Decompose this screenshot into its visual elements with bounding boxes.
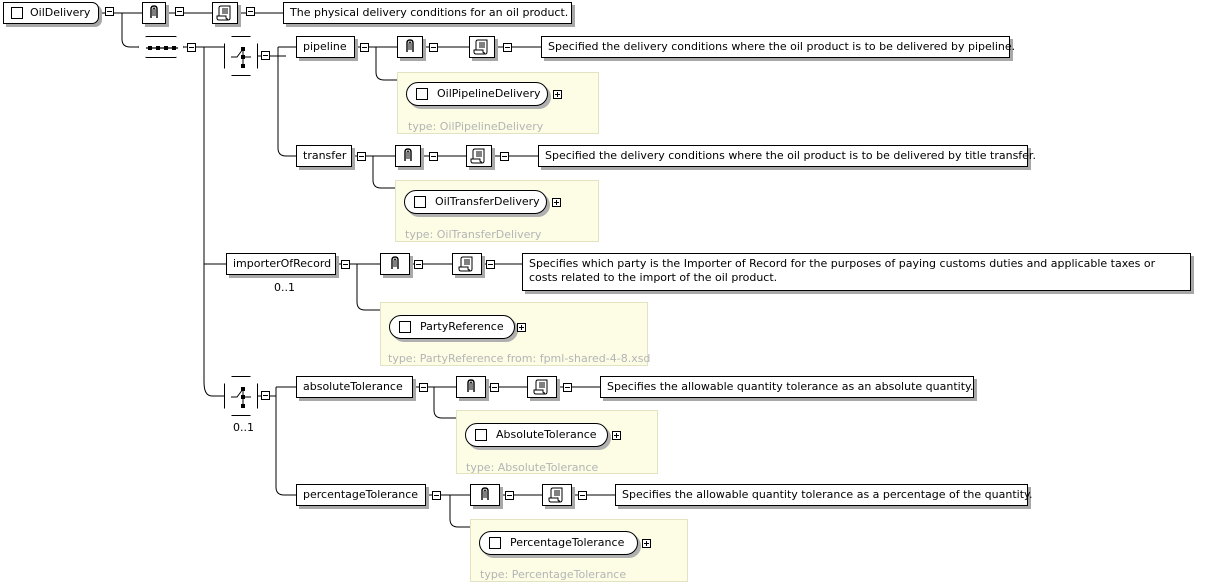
collapse-toggle[interactable] (341, 260, 350, 269)
type-label: type: AbsoluteTolerance (466, 461, 599, 474)
connector-line (203, 47, 224, 397)
collapse-toggle[interactable] (261, 391, 270, 400)
connector-line (372, 156, 395, 189)
collapse-toggle[interactable] (187, 43, 196, 52)
appinfo-icon[interactable] (397, 36, 423, 58)
type-name: PercentageTolerance (510, 536, 625, 549)
appinfo-icon[interactable] (456, 376, 486, 398)
choice-compositor-icon[interactable] (224, 376, 258, 416)
documentation-scroll-icon[interactable] (452, 253, 482, 275)
type-name: OilPipelineDelivery (437, 87, 541, 100)
collapse-toggle[interactable] (175, 7, 184, 16)
absolute-documentation: Specifies the allowable quantity toleran… (600, 376, 974, 398)
element-pipeline[interactable]: pipeline (296, 36, 355, 58)
connector-line (121, 13, 138, 48)
type-party-reference[interactable]: PartyReference (389, 315, 515, 339)
type-panel-oil-transfer-delivery: OilTransferDelivery type: OilTransferDel… (395, 180, 599, 242)
type-checkbox (414, 196, 426, 208)
collapse-toggle[interactable] (429, 43, 438, 52)
connector-line (275, 387, 296, 496)
element-transfer[interactable]: transfer (296, 145, 352, 167)
type-panel-oil-pipeline-delivery: OilPipelineDelivery type: OilPipelineDel… (397, 72, 599, 134)
type-checkbox (416, 88, 428, 100)
collapse-toggle[interactable] (360, 43, 369, 52)
collapse-toggle[interactable] (503, 43, 512, 52)
collapse-toggle[interactable] (490, 383, 499, 392)
appinfo-icon[interactable] (395, 145, 421, 167)
connector-line (449, 495, 470, 528)
element-checkbox (11, 7, 23, 19)
appinfo-icon[interactable] (380, 253, 410, 275)
collapse-toggle[interactable] (500, 152, 509, 161)
root-element-label: OilDelivery (30, 6, 91, 19)
documentation-scroll-icon[interactable] (469, 36, 495, 58)
type-label: type: OilTransferDelivery (405, 228, 542, 241)
connector-line (375, 47, 397, 81)
type-absolute-tolerance[interactable]: AbsoluteTolerance (465, 423, 608, 447)
type-panel-party-reference: PartyReference type: PartyReference from… (380, 302, 651, 366)
documentation-scroll-icon[interactable] (527, 376, 557, 398)
connector-line (356, 264, 380, 311)
type-label: type: OilPipelineDelivery (408, 120, 544, 133)
expand-toggle[interactable] (553, 90, 562, 99)
collapse-toggle[interactable] (261, 51, 270, 60)
type-oil-pipeline-delivery[interactable]: OilPipelineDelivery (406, 82, 548, 106)
sequence-compositor[interactable] (138, 36, 184, 58)
connector-line (433, 387, 456, 419)
documentation-scroll-icon[interactable] (212, 2, 238, 24)
expand-toggle[interactable] (552, 198, 561, 207)
type-name: OilTransferDelivery (435, 195, 540, 208)
type-panel-absolute-tolerance: AbsoluteTolerance type: AbsoluteToleranc… (456, 410, 658, 474)
collapse-toggle[interactable] (486, 260, 495, 269)
expand-toggle[interactable] (642, 539, 651, 548)
appinfo-icon[interactable] (470, 484, 500, 506)
collapse-toggle[interactable] (414, 260, 423, 269)
root-documentation: The physical delivery conditions for an … (283, 2, 572, 24)
collapse-toggle[interactable] (246, 7, 255, 16)
type-checkbox (475, 429, 487, 441)
type-label: type: PartyReference from: fpml-shared-4… (388, 352, 651, 365)
collapse-toggle[interactable] (432, 491, 441, 500)
type-percentage-tolerance[interactable]: PercentageTolerance (479, 531, 638, 555)
collapse-toggle[interactable] (505, 491, 514, 500)
percentage-documentation: Specifies the allowable quantity toleran… (615, 484, 1032, 506)
root-element-oil-delivery[interactable]: OilDelivery (3, 2, 99, 24)
cardinality-label: 0..1 (274, 281, 295, 294)
expand-toggle[interactable] (612, 431, 621, 440)
collapse-toggle[interactable] (357, 152, 366, 161)
choice-compositor-icon[interactable] (224, 36, 258, 76)
element-importer-of-record[interactable]: importerOfRecord (226, 253, 336, 275)
collapse-toggle[interactable] (105, 7, 114, 16)
pipeline-documentation: Specified the delivery conditions where … (541, 36, 1015, 58)
type-oil-transfer-delivery[interactable]: OilTransferDelivery (404, 190, 547, 214)
cardinality-label: 0..1 (233, 421, 254, 434)
expand-toggle[interactable] (517, 323, 526, 332)
documentation-scroll-icon[interactable] (542, 484, 572, 506)
connector-line (277, 47, 296, 157)
transfer-documentation: Specified the delivery conditions where … (538, 145, 1036, 167)
type-checkbox (489, 537, 501, 549)
element-absolute-tolerance[interactable]: absoluteTolerance (296, 376, 413, 398)
appinfo-icon[interactable] (142, 2, 166, 24)
element-percentage-tolerance[interactable]: percentageTolerance (296, 484, 426, 506)
collapse-toggle[interactable] (563, 383, 572, 392)
collapse-toggle[interactable] (429, 152, 438, 161)
collapse-toggle[interactable] (419, 383, 428, 392)
type-panel-percentage-tolerance: PercentageTolerance type: PercentageTole… (470, 519, 688, 582)
type-name: PartyReference (420, 320, 504, 333)
documentation-scroll-icon[interactable] (466, 145, 492, 167)
type-name: AbsoluteTolerance (496, 428, 597, 441)
type-checkbox (399, 321, 411, 333)
collapse-toggle[interactable] (578, 491, 587, 500)
type-label: type: PercentageTolerance (480, 568, 627, 581)
importer-documentation: Specifies which party is the Importer of… (522, 253, 1191, 291)
